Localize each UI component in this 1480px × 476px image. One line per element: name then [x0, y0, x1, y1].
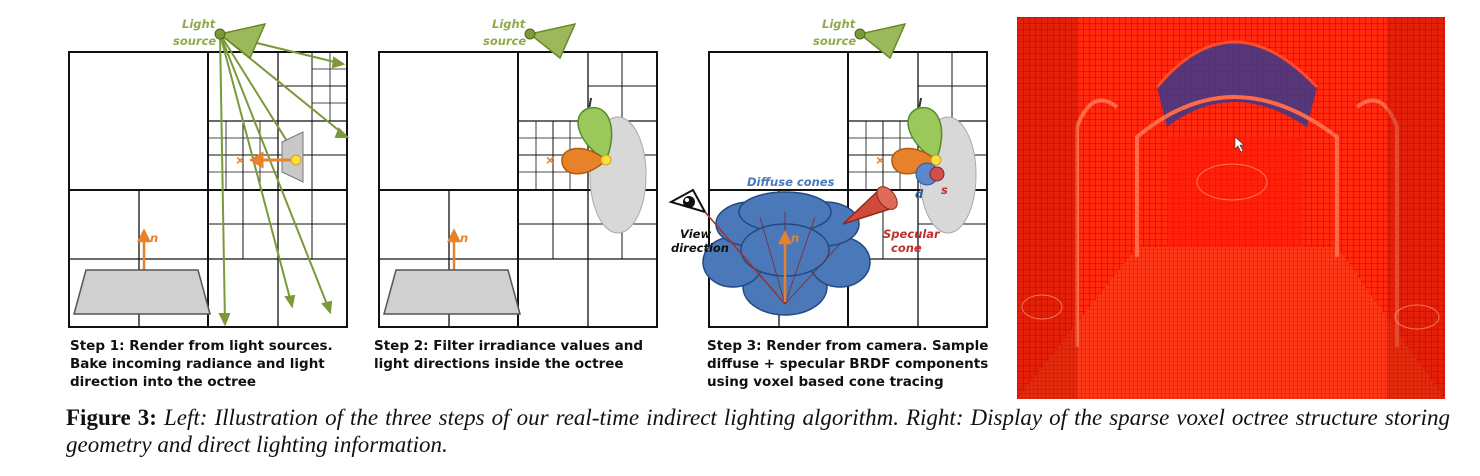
mouse-cursor-icon [1234, 136, 1245, 153]
ground-plane [383, 269, 521, 315]
orange-arrow [249, 151, 296, 169]
light-hit-point [290, 154, 302, 166]
light-label-line1: Light [822, 17, 856, 31]
light-rays [218, 33, 350, 327]
diffuse-cones-label: Diffuse cones [747, 175, 835, 189]
step3-caption: Step 3: Render from camera. Sample diffu… [707, 338, 989, 390]
orange-lobe [561, 147, 608, 175]
view-label-line2: direction [671, 241, 729, 255]
normal-label: n [460, 231, 468, 245]
voxel-point [600, 154, 612, 166]
figure-caption: Figure 3: Left: Illustration of the thre… [66, 404, 1450, 458]
step2-panel: Light source l × n [370, 12, 670, 332]
voxel-point [930, 154, 942, 166]
specular-label-line1: Specular [883, 227, 941, 241]
light-label-line2: source [813, 34, 856, 48]
normal-label: n [150, 231, 158, 245]
light-direction-lobe [577, 107, 613, 162]
view-line [704, 211, 786, 305]
light-dir-label: l [918, 96, 923, 110]
floor [1017, 247, 1445, 399]
cross-marker: × [546, 152, 554, 168]
back-wall [1167, 137, 1302, 247]
light-dir-label: l [588, 96, 593, 110]
cross-marker: × [876, 152, 884, 168]
normal-arrow [777, 230, 793, 302]
cross-marker: × [236, 152, 244, 168]
view-label-line1: View [680, 227, 711, 241]
light-source-icon [214, 22, 267, 60]
light-source-icon [854, 22, 907, 60]
right-pillar [1387, 17, 1445, 399]
arches [1075, 95, 1399, 347]
octree-grid [68, 51, 348, 328]
s-label: s [941, 183, 948, 197]
eye-icon [668, 188, 708, 214]
red-lobe [929, 166, 945, 182]
light-direction-lobe [907, 107, 943, 162]
step3-panel: Light source l × s d n Diffuse [665, 12, 995, 332]
light-label-line2: source [173, 34, 216, 48]
voxel-octree-render [1017, 17, 1445, 399]
d-label: d [915, 187, 924, 201]
specular-cone [842, 186, 898, 225]
specular-label-line2: cone [891, 241, 922, 255]
light-source-icon [524, 22, 577, 60]
step2-caption: Step 2: Filter irradiance values and lig… [374, 338, 643, 372]
figure-caption-text: Left: Illustration of the three steps of… [66, 405, 1450, 457]
ground-plane [73, 269, 211, 315]
step1-caption: Step 1: Render from light sources. Bake … [70, 338, 333, 390]
light-label-line1: Light [182, 17, 216, 31]
light-label-line2: source [483, 34, 526, 48]
figure-label: Figure 3: [66, 405, 157, 430]
step1-panel: Light source × n [60, 12, 360, 332]
left-pillar [1017, 17, 1077, 399]
light-label-line1: Light [492, 17, 526, 31]
normal-label: n [791, 231, 799, 245]
